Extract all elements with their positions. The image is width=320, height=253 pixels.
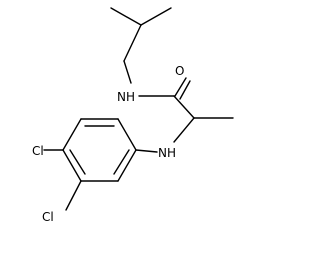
ring-bond-4 xyxy=(62,149,82,182)
amide-group xyxy=(138,77,195,119)
alpha-carbon-group xyxy=(173,117,234,143)
bond-nh-ring xyxy=(135,149,158,153)
bond-carbonyl-oxygen-2 xyxy=(179,80,191,100)
ring-bond-6 xyxy=(117,149,137,182)
molecule-structure-canvas: O NH NH Cl Cl xyxy=(32,7,234,224)
amide-nh-label: NH xyxy=(117,90,135,104)
bond-carbonyl-oxygen-1 xyxy=(174,77,187,97)
chlorine-meta-label: Cl xyxy=(42,210,54,224)
bond-ch2-nh xyxy=(123,60,132,84)
ring-bond-3 xyxy=(62,118,82,151)
bond-ring-cl-meta xyxy=(65,180,82,211)
dichlorophenyl-ring xyxy=(43,118,158,211)
isobutyl-group xyxy=(110,7,172,84)
bond-alpha-nh xyxy=(173,117,195,143)
ring-double-bond-inner-3 xyxy=(113,149,130,175)
bond-ch-methyl2 xyxy=(140,7,172,26)
bond-ch-ch2 xyxy=(123,24,142,62)
bond-methyl1-ch xyxy=(110,7,142,26)
bond-carbonyl-alpha xyxy=(173,95,195,119)
carbonyl-oxygen-label: O xyxy=(175,64,184,78)
aryl-nh-label: NH xyxy=(158,146,176,160)
ring-double-bond-inner-2 xyxy=(69,149,86,175)
chlorine-para-label: Cl xyxy=(32,144,44,158)
ring-bond-1 xyxy=(117,118,137,151)
